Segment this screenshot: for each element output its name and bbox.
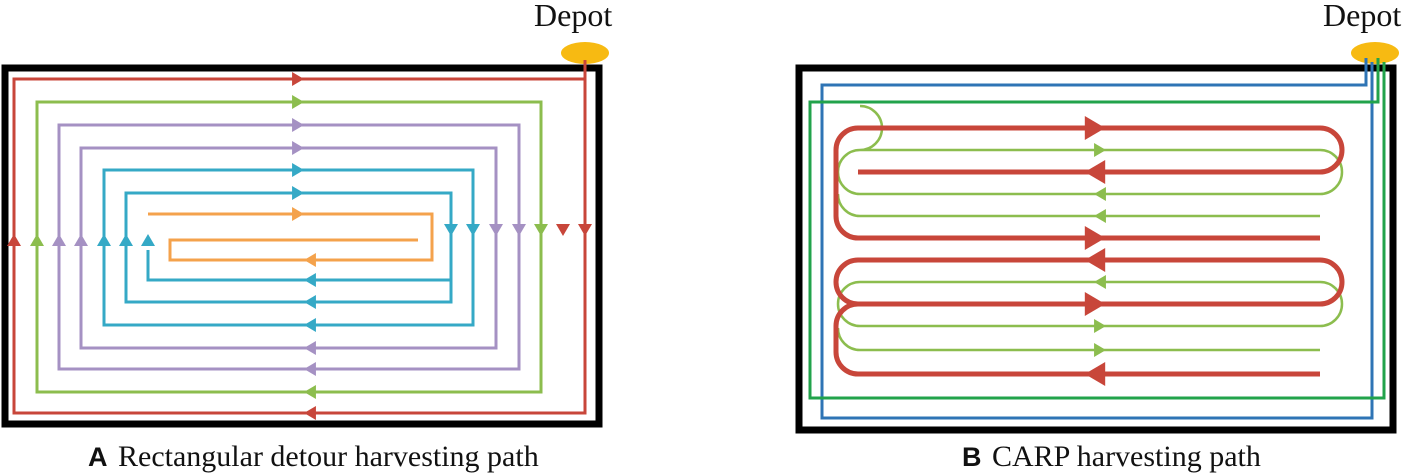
arrow-top-4	[292, 141, 304, 155]
carp-red-arrow-2	[1084, 160, 1106, 184]
carp-thin-turn-2	[1319, 280, 1344, 328]
arrow-left-1	[7, 234, 21, 246]
arrow-right-6	[556, 224, 570, 236]
carp-red-arrow-3	[1084, 226, 1106, 250]
caption-a: A Rectangular detour harvesting path	[88, 440, 539, 473]
arrow-left-7	[141, 234, 155, 246]
depot-label-b: Depot	[1323, 0, 1401, 33]
arrow-bottom-6	[304, 295, 316, 309]
detour-loop-7	[146, 215, 453, 282]
carp-thin-turn-1	[1319, 148, 1344, 196]
carp-red-arrow-5	[1084, 292, 1106, 316]
arrow-bottom-2	[304, 385, 316, 399]
detour-loop-2	[35, 100, 543, 394]
carp-red-arrow-1	[1084, 116, 1106, 140]
carp-green-arrow-6	[1094, 343, 1106, 357]
arrow-top-3	[292, 118, 304, 132]
detour-loop-1	[12, 77, 587, 415]
arrow-right-3	[489, 224, 503, 236]
field-boundary-a	[1, 64, 603, 428]
carp-loop-blue	[820, 62, 1374, 420]
arrow-left-2	[30, 234, 44, 246]
caption-text-b: CARP harvesting path	[992, 440, 1261, 473]
caption-text-a: Rectangular detour harvesting path	[118, 440, 539, 473]
arrow-left-5	[97, 234, 111, 246]
arrow-right-7	[578, 224, 592, 236]
field-boundary-b	[795, 64, 1397, 434]
carp-green-arrow-2	[1094, 187, 1106, 201]
detour-core	[148, 212, 434, 262]
panel-b: Depot B CARP harvesting path	[795, 0, 1401, 473]
arrow-bottom-5	[304, 318, 316, 332]
arrow-top-5	[292, 163, 304, 177]
arrow-right-4	[512, 224, 526, 236]
carp-red-arrow-4	[1084, 248, 1106, 272]
arrow-right-5	[534, 224, 548, 236]
arrow-top-6	[292, 186, 304, 200]
arrow-bottom-7	[304, 273, 316, 287]
caption-letter-a: A	[88, 442, 108, 472]
arrow-top-1	[292, 72, 304, 86]
carp-green-arrow-3	[1094, 209, 1106, 223]
detour-loop-3	[57, 123, 521, 371]
arrow-left-6	[119, 234, 133, 246]
arrow-top-7	[292, 207, 304, 221]
detour-loop-4	[79, 146, 498, 350]
carp-thin-passes	[836, 104, 1320, 352]
arrow-bottom-4	[304, 341, 316, 355]
carp-green-arrow-1	[1094, 143, 1106, 157]
carp-red-arrow-6	[1084, 362, 1106, 386]
detour-paths	[7, 60, 592, 420]
carp-thick-turn-1	[1319, 125, 1345, 175]
carp-loop-green	[808, 62, 1386, 400]
carp-thick-passes	[833, 125, 1320, 377]
depot-marker-b	[1351, 42, 1399, 64]
caption-b: B CARP harvesting path	[962, 440, 1261, 473]
arrow-left-4	[74, 234, 88, 246]
detour-loop-5	[102, 168, 475, 327]
depot-label-a: Depot	[534, 0, 612, 33]
arrow-right-1	[444, 224, 458, 236]
arrow-bottom-8	[304, 253, 316, 267]
detour-loop-6	[124, 191, 453, 304]
carp-green-arrow-4	[1094, 275, 1106, 289]
carp-thick-turn-2	[1319, 257, 1345, 307]
arrow-right-2	[466, 224, 480, 236]
arrow-bottom-3	[304, 362, 316, 376]
arrow-left-3	[52, 234, 66, 246]
carp-green-arrow-5	[1094, 319, 1106, 333]
arrow-top-2	[292, 95, 304, 109]
carp-paths	[808, 58, 1386, 420]
panel-a: Depot A Rectangular detour harvesting pa…	[1, 0, 612, 473]
depot-marker-a	[561, 42, 609, 64]
caption-letter-b: B	[962, 442, 982, 472]
arrow-bottom-1	[304, 406, 316, 420]
